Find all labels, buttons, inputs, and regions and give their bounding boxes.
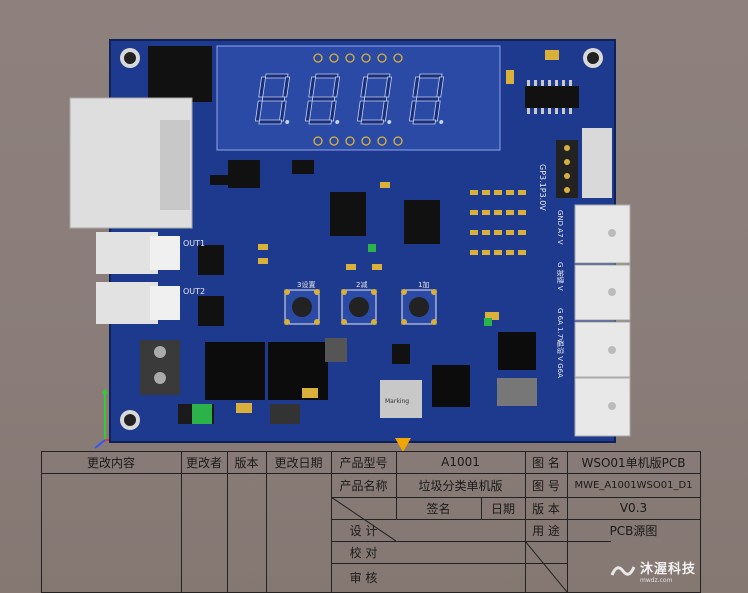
- label-edition: 版 本: [532, 501, 560, 516]
- mounting-hole: [120, 48, 140, 68]
- sensor-connectors: [574, 204, 631, 437]
- digit-segment: [258, 76, 267, 98]
- digit-segment: [363, 96, 388, 102]
- label-model: 产品型号: [339, 455, 388, 470]
- digit-segment: [412, 76, 421, 98]
- terminal-block-out1: [96, 232, 180, 274]
- display-digit: [356, 73, 393, 125]
- rj45-jack: [69, 97, 193, 229]
- company-url: mwdz.com: [640, 577, 673, 584]
- gpio-header: [556, 128, 612, 198]
- company-logo-icon: [610, 566, 636, 576]
- digit-segment: [264, 73, 289, 79]
- digit-segment: [366, 73, 391, 79]
- digit-segment: [254, 100, 263, 122]
- digit-segment: [261, 96, 286, 102]
- digit-decimal-point: [335, 120, 340, 124]
- edition-value: V0.3: [619, 501, 648, 515]
- label-design: 设 计: [349, 523, 378, 538]
- digit-decimal-point: [387, 120, 392, 124]
- label-usage: 用 途: [532, 523, 560, 538]
- digit-segment: [360, 76, 369, 98]
- digit-decimal-point: [285, 120, 290, 124]
- digit-segment: [408, 100, 417, 122]
- digit-segment: [308, 76, 317, 98]
- label-connector1: GND A7 V: [556, 210, 564, 245]
- company-logo: 沐渥科技 mwdz.com: [606, 549, 700, 593]
- mounting-hole: [120, 410, 140, 430]
- mounting-hole: [583, 48, 603, 68]
- digit-decimal-point: [439, 120, 444, 124]
- usage-value: PCB源图: [609, 523, 658, 538]
- label-button3: 1加: [418, 280, 429, 289]
- display-digit: [408, 73, 445, 125]
- label-connector2: G 按键 V: [556, 262, 565, 291]
- tact-switches: [284, 289, 437, 325]
- label-drawing-no: 图 号: [532, 478, 560, 493]
- power-module: [148, 46, 212, 102]
- drawing-no-value: MWE_A1001WSO01_D1: [574, 479, 693, 491]
- model-value: A1001: [441, 455, 480, 469]
- label-sign: 签名: [426, 501, 451, 516]
- header-date: 更改日期: [274, 455, 323, 470]
- display-digit: [304, 73, 341, 125]
- header-change-content: 更改内容: [86, 455, 135, 470]
- small-ics: [198, 160, 410, 364]
- title-block: 更改内容 更改者 版本 更改日期 产品型号 A1001 图 名 WSO01单机版…: [41, 451, 701, 593]
- label-drawing-name: 图 名: [532, 455, 560, 470]
- digit-segment: [258, 119, 282, 125]
- display-digits: [254, 73, 445, 125]
- seven-segment-display: [216, 45, 501, 151]
- digit-segment: [304, 100, 313, 122]
- label-ic-marking: Marking: [385, 398, 409, 405]
- cell-diagonal: [331, 497, 396, 541]
- label-out2: OUT2: [183, 287, 205, 296]
- label-button1: 3设置: [297, 280, 315, 289]
- digit-segment: [308, 119, 332, 125]
- digit-segment: [314, 73, 339, 79]
- product-name-value: 垃圾分类单机版: [418, 478, 503, 493]
- label-connector3: G 6A 1.7V: [556, 308, 564, 343]
- digit-segment: [412, 119, 436, 125]
- power-section: [140, 244, 537, 424]
- header-version: 版本: [234, 455, 259, 470]
- digit-segment: [360, 119, 384, 125]
- display-digit: [254, 73, 291, 125]
- digit-segment: [418, 73, 443, 79]
- label-gpio-header: GP3.1P3.0V: [538, 164, 547, 211]
- cell-diagonal: [525, 541, 567, 592]
- digit-segment: [356, 100, 365, 122]
- terminal-block-out2: [96, 282, 180, 324]
- label-product-name: 产品名称: [339, 478, 388, 493]
- label-proofread: 校 对: [349, 545, 378, 560]
- label-out1: OUT1: [183, 239, 205, 248]
- mcu-chip: [330, 192, 440, 244]
- right-ic-cluster: [506, 50, 579, 114]
- company-name: 沐渥科技: [640, 562, 697, 577]
- label-connector4: 温湿 V G6A: [556, 340, 565, 378]
- origin-marker: [395, 438, 411, 452]
- label-review: 审 核: [349, 571, 378, 585]
- digit-segment: [311, 96, 336, 102]
- label-date: 日期: [490, 501, 515, 516]
- resistor-arrays: [258, 182, 526, 270]
- header-changer: 更改者: [185, 455, 222, 470]
- digit-segment: [415, 96, 440, 102]
- drawing-name-value: WSO01单机版PCB: [581, 455, 686, 470]
- label-button2: 2减: [356, 280, 367, 289]
